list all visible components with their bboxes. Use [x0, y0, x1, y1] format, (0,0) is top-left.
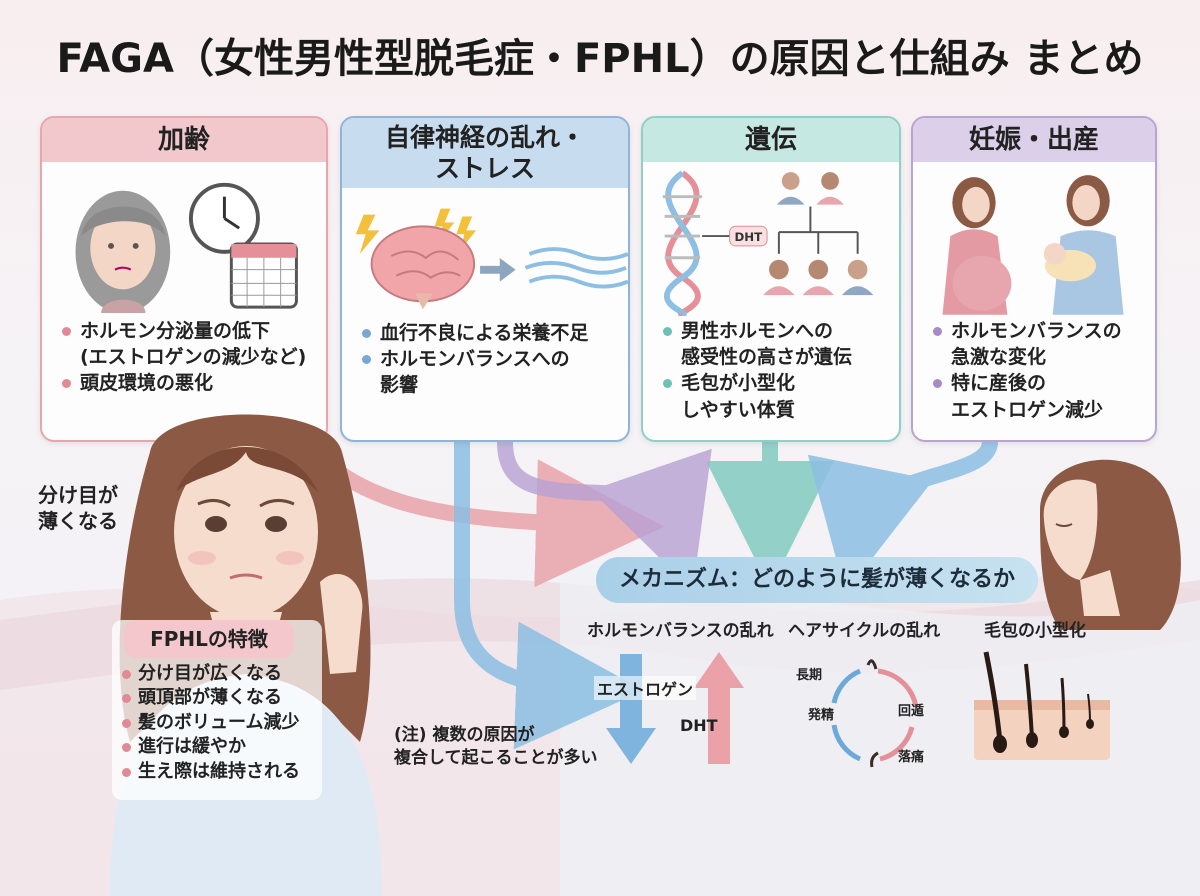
- follicle-illustration: [974, 651, 1110, 760]
- feature-item-3: 髪のボリューム減少: [120, 711, 300, 735]
- pregnant-woman-mother-baby-illustration: [942, 175, 1124, 315]
- card-nerve-stress: 自律神経の乱れ・ ストレス 血行不良による栄養不足 ホルモンバランスへの 影響: [340, 116, 630, 442]
- arrow-nerve-right: [497, 441, 712, 591]
- hair-cycle-title: ヘアサイクルの乱れ: [788, 621, 941, 641]
- hair-cycle-diagram: [831, 659, 919, 768]
- hormone-arrows-illustration: [606, 652, 744, 764]
- aging-bullet-1: ホルモン分泌量の低下: [60, 318, 318, 344]
- family-tree-icon: [763, 172, 874, 296]
- brain-stress-illustration: [355, 208, 628, 310]
- card-pregnancy: 妊娠・出産 ホルモンバランスの 急激な変化 特に産後の エストロゲン減少: [911, 116, 1157, 442]
- side-label: 分け目が 薄くなる: [38, 482, 118, 534]
- lightning-icon: [355, 214, 380, 255]
- dht-label: DHT: [734, 230, 762, 244]
- arrow-pregnancy: [807, 440, 998, 593]
- card-nerve-title-line1: 自律神経の乱れ・: [384, 122, 585, 152]
- dna-family-tree-illustration: DHT: [662, 170, 874, 316]
- note: (注) 複数の原因が 複合して起こることが多い: [394, 724, 598, 770]
- side-label-line2: 薄くなる: [38, 509, 118, 533]
- aging-bullet-2: 頭皮環境の悪化: [60, 370, 318, 396]
- cycle-phase-long: 長期: [796, 668, 823, 683]
- pregnancy-bullet-1-cont: 急激な変化: [951, 346, 1047, 369]
- aging-bullet-1-note: (エストロゲンの減少など): [80, 346, 307, 369]
- feature-item-4: 進行は緩やか: [120, 735, 300, 759]
- arrow-nerve-down: [454, 442, 644, 750]
- pregnancy-bullet-2-cont: エストロゲン減少: [951, 398, 1104, 421]
- brain-icon: [370, 225, 476, 303]
- nerve-bullet-2-cont: 影響: [380, 374, 419, 397]
- arrow-right-icon: [480, 257, 516, 282]
- dht-mech-label: DHT: [680, 716, 718, 735]
- follicle-miniaturization-title: 毛包の小型化: [984, 621, 1086, 641]
- side-profile-woman-illustration: [1040, 459, 1181, 630]
- gene-bullet-2: 毛包が小型化: [661, 370, 891, 396]
- note-line1: (注) 複数の原因が: [394, 725, 535, 745]
- card-genetics: 遺伝 DHT 男性ホルモンへの 感受性の高さが遺伝 毛包が小型化 しやすい体質: [641, 116, 901, 442]
- dht-up-arrow: [694, 652, 744, 764]
- hormone-imbalance-title: ホルモンバランスの乱れ: [587, 621, 774, 641]
- card-aging-title: 加齢: [42, 118, 326, 162]
- dna-icon: [665, 170, 701, 316]
- feature-item-1: 分け目が広くなる: [120, 662, 300, 686]
- note-line2: 複合して起こることが多い: [394, 747, 598, 768]
- aging-woman-clock-calendar-illustration: [75, 182, 298, 313]
- card-aging: 加齢 ホルモン分泌量の低下 (エストロゲンの減少など) 頭皮環境の悪化: [40, 116, 328, 442]
- fphl-features-title: FPHLの特徴: [124, 620, 294, 658]
- card-genetics-title: 遺伝: [643, 118, 899, 162]
- gene-bullet-1-cont: 感受性の高さが遺伝: [681, 346, 853, 369]
- fphl-features-panel: FPHLの特徴 分け目が広くなる 頭頂部が薄くなる 髪のボリューム減少 進行は緩…: [112, 620, 322, 800]
- mechanism-banner: メカニズム：どのように髪が薄くなるか: [596, 557, 1038, 603]
- side-label-line1: 分け目が: [38, 483, 118, 507]
- pregnancy-bullet-1: ホルモンバランスの: [931, 318, 1147, 344]
- cycle-phase-return: 回遁: [898, 704, 925, 719]
- pregnancy-bullet-2: 特に産後の: [931, 370, 1147, 396]
- nerve-bullet-2: ホルモンバランスへの: [360, 346, 620, 372]
- feature-item-2: 頭頂部が薄くなる: [120, 686, 300, 710]
- feature-item-5: 生え際は維持される: [120, 760, 300, 784]
- nerve-bullet-1: 血行不良による栄養不足: [360, 320, 620, 346]
- estrogen-down-arrow: [606, 654, 656, 764]
- gene-bullet-1: 男性ホルモンへの: [661, 318, 891, 344]
- card-nerve-title-line2: ストレス: [434, 154, 535, 183]
- clock-icon: [188, 182, 260, 254]
- cycle-phase-growth: 発精: [808, 708, 835, 723]
- estrogen-label: エストロゲン: [594, 676, 697, 700]
- card-pregnancy-title: 妊娠・出産: [913, 118, 1155, 162]
- cycle-phase-fall: 落痛: [898, 750, 925, 765]
- gene-bullet-2-cont: しやすい体質: [681, 398, 795, 421]
- page-title: FAGA（女性男性型脱毛症・FPHL）の原因と仕組み まとめ: [56, 36, 1144, 82]
